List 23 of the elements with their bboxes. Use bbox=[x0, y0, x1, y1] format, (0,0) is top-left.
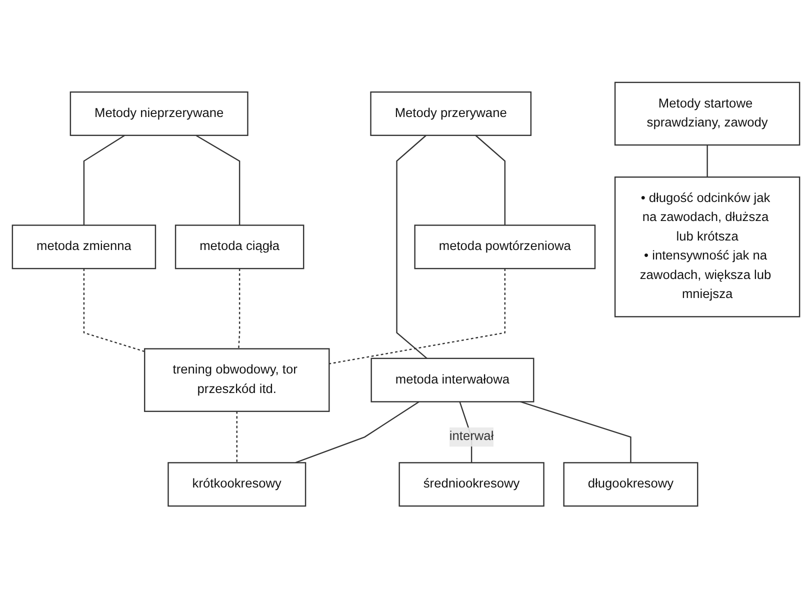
node-box bbox=[398, 462, 544, 507]
node-box bbox=[614, 176, 800, 318]
connector bbox=[83, 135, 126, 226]
node-box bbox=[614, 82, 800, 146]
connector bbox=[196, 135, 240, 226]
node-box bbox=[70, 92, 248, 136]
node-box bbox=[414, 224, 596, 270]
node-box bbox=[174, 224, 304, 270]
node-box bbox=[168, 462, 306, 507]
node-box bbox=[12, 224, 156, 270]
connector bbox=[238, 268, 240, 350]
diagram: interwał Metody startowe sprawdziany, zawody Metody nieprzerywane Metody przerywane • długość odcinków jak na zawodach, dłuższa lub krótsza • intensywność jak na zawodach, większa lub mniejsza metoda zmienna metoda ciągła metoda powtórzeniowa trening obwodowy, tor przeszkód itd. metoda interwałowa krótkookresowy średniookresowy długookresowy bbox=[6, 76, 806, 513]
connector bbox=[706, 145, 708, 178]
node-box bbox=[370, 358, 534, 403]
node-box bbox=[370, 92, 532, 136]
connector bbox=[236, 412, 238, 463]
connector bbox=[83, 268, 145, 352]
node-box bbox=[144, 348, 330, 412]
connector bbox=[295, 402, 420, 464]
connector bbox=[329, 268, 506, 365]
connector bbox=[396, 135, 428, 360]
node-box bbox=[563, 462, 698, 507]
connector bbox=[475, 135, 506, 226]
